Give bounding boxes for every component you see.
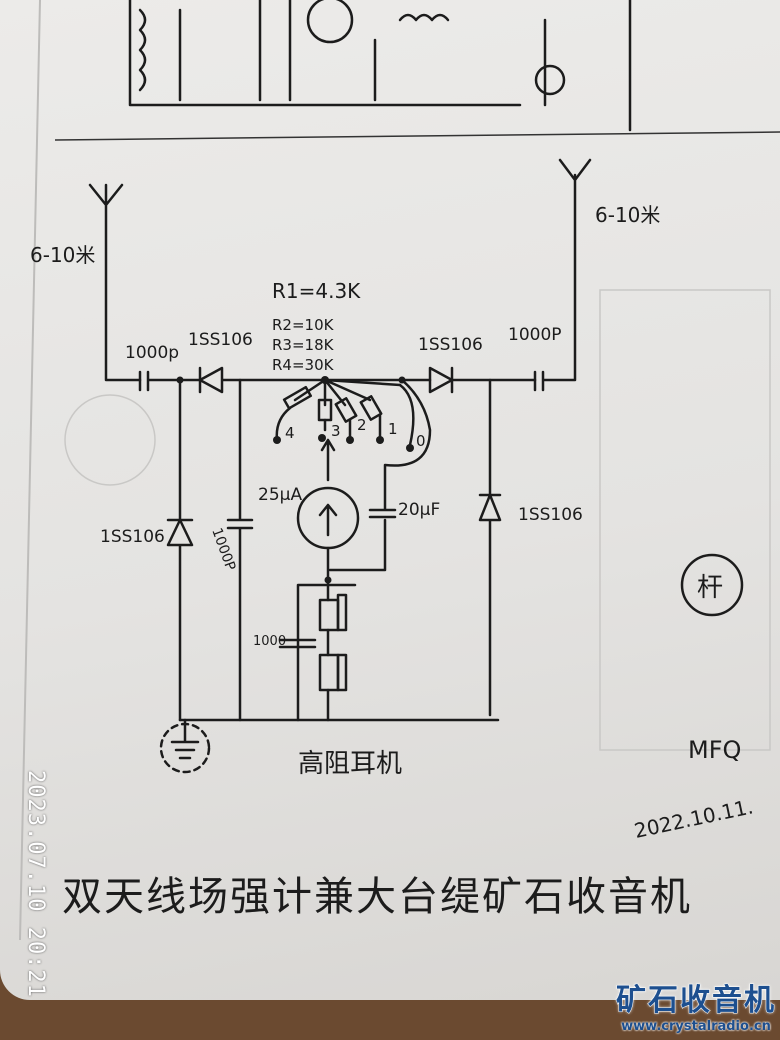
meter-cap-label: 20μF <box>398 500 440 520</box>
photo-timestamp: 2023.07.10 20:21 <box>18 770 58 1010</box>
page-margin <box>19 0 41 941</box>
circuit-wires <box>88 158 592 774</box>
timestamp-text: 2023.07.10 20:21 <box>23 770 48 998</box>
junction-dots <box>176 376 414 584</box>
diode-top-right-label: 1SS106 <box>418 335 483 355</box>
antenna-left-length: 6-10米 <box>30 243 95 267</box>
switch-pos-3: 3 <box>331 422 341 440</box>
bleed-through-circle <box>64 394 156 486</box>
antenna-right-length: 6-10米 <box>595 203 660 227</box>
seal-text: 杆 <box>697 573 723 603</box>
section-divider <box>54 131 780 141</box>
r3-label: R3=18K <box>272 336 335 354</box>
cap-left-label: 1000p <box>125 343 179 363</box>
r1-label: R1=4.3K <box>272 279 361 303</box>
diode-right-vertical-label: 1SS106 <box>518 505 583 525</box>
switch-pos-1: 1 <box>388 420 398 438</box>
diagram-title: 双天线场强计兼大台缇矿石收音机 <box>62 874 692 920</box>
cap-vertical-label: 1000P <box>208 526 238 573</box>
logo-url: www.crystalradio.cn <box>621 1019 771 1034</box>
seal-circle <box>680 553 744 617</box>
diode-top-left-label: 1SS106 <box>188 330 253 350</box>
date-label: 2022.10.11. <box>632 794 755 843</box>
author-label: MFQ <box>688 736 741 764</box>
switch-pos-4: 4 <box>285 424 295 442</box>
diode-left-vertical-label: 1SS106 <box>100 527 165 547</box>
watermark-logo: 矿石收音机 www.crystalradio.cn <box>612 975 780 1035</box>
headphone-label: 高阻耳机 <box>298 749 402 779</box>
switch-pos-0: 0 <box>416 432 426 450</box>
notebook-page <box>0 0 780 1000</box>
r2-label: R2=10K <box>272 316 335 334</box>
switch-pos-2: 2 <box>357 416 367 434</box>
meter-label: 25μA <box>258 485 302 505</box>
headphone-cap-label: 1000 <box>253 634 286 649</box>
r4-label: R4=30K <box>272 356 335 374</box>
previous-schematic <box>128 0 632 132</box>
cap-right-label: 1000P <box>508 325 562 345</box>
bleed-through-sketch <box>599 289 771 751</box>
logo-chinese: 矿石收音机 <box>616 983 776 1019</box>
